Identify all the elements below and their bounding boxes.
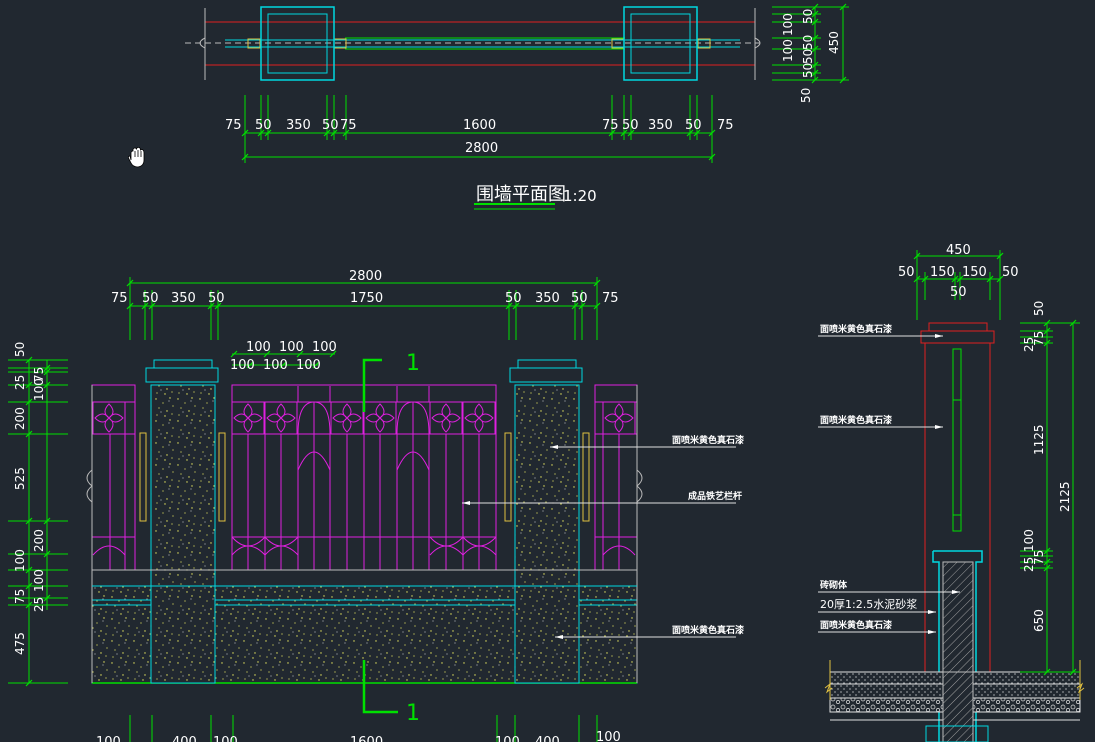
section-top-total: 450 xyxy=(946,243,971,258)
elev-left-dim: 100 xyxy=(32,569,46,592)
elev-dim: 75 xyxy=(602,291,619,306)
section-note: 20厚1:2.5水泥砂浆 xyxy=(820,597,917,611)
elev-dim: 350 xyxy=(535,291,560,306)
elev-left-dim: 100 xyxy=(32,378,46,401)
plan-scale: 1:20 xyxy=(563,187,597,205)
rail-dim: 100 xyxy=(296,358,321,373)
section-right-dim: 100 xyxy=(1022,529,1036,552)
rail-dim: 100 xyxy=(230,358,255,373)
plan-dim: 1600 xyxy=(463,118,496,133)
plan-pillar-left xyxy=(260,6,335,81)
section-top-dim: 50 xyxy=(898,265,915,280)
plan-dim: 50 xyxy=(322,118,339,133)
elev-dim: 50 xyxy=(142,291,159,306)
plan-right-dim: 50 xyxy=(799,88,813,103)
elev-left-dim: 25 xyxy=(32,597,46,612)
plan-right-dim: 50 xyxy=(801,63,815,78)
elev-dim: 75 xyxy=(111,291,128,306)
plan-dim: 50 xyxy=(685,118,702,133)
plan-view: 75 50 350 50 75 1600 75 50 350 50 75 280… xyxy=(128,3,849,210)
rail-dim: 100 xyxy=(312,340,337,355)
elev-bottom-dim: 400 xyxy=(172,735,197,742)
section-mark-bottom: 1 xyxy=(406,701,420,726)
plan-dim: 50 xyxy=(622,118,639,133)
elev-bottom-dim: 100 xyxy=(596,730,621,742)
section-right-dim: 1125 xyxy=(1032,424,1046,455)
elev-pillar-left xyxy=(150,384,216,684)
iron-railing-left xyxy=(91,384,136,571)
elev-left-dim: 200 xyxy=(32,529,46,552)
section-note: 面喷米黄色真石漆 xyxy=(820,619,892,631)
rail-dim: 100 xyxy=(279,340,304,355)
plan-right-dim: 50 xyxy=(801,35,815,50)
section-note: 面喷米黄色真石漆 xyxy=(820,414,892,426)
elev-left-dim: 75 xyxy=(32,367,46,382)
elev-dim: 50 xyxy=(505,291,522,306)
section-mark-top: 1 xyxy=(406,351,420,376)
hand-pan-icon[interactable] xyxy=(128,147,145,168)
plan-right-dim: 50 xyxy=(801,49,815,64)
elev-dim: 50 xyxy=(571,291,588,306)
elev-left-dim: 525 xyxy=(13,467,27,490)
plan-right-total-dim: 450 xyxy=(827,31,841,54)
plan-overall-dim: 2800 xyxy=(465,141,498,156)
section-note: 面喷米黄色真石漆 xyxy=(820,323,892,335)
plan-title: 围墙平面图 xyxy=(476,184,566,205)
section-right-total: 2125 xyxy=(1058,481,1072,512)
section-view: 450 50 150 150 50 50 面喷米黄色真石漆 面喷米黄色 xyxy=(818,243,1085,742)
elev-bottom-dim: 100 xyxy=(495,735,520,742)
plan-right-dim: 100 xyxy=(781,39,795,62)
elev-left-dim: 50 xyxy=(13,342,27,357)
plan-right-dim: 50 xyxy=(801,9,815,24)
section-note: 砖砌体 xyxy=(820,579,848,591)
elevation-view: 2800 75 50 350 50 1750 50 350 50 75 100 … xyxy=(8,269,744,742)
section-right-dim: 75 xyxy=(1032,550,1046,565)
rail-dim: 100 xyxy=(246,340,271,355)
plan-right-dim: 100 xyxy=(781,13,795,36)
section-right-dim: 25 xyxy=(1022,337,1036,352)
plan-dim: 50 xyxy=(255,118,272,133)
elev-bottom-dim: 100 xyxy=(96,735,121,742)
section-mid-dim: 50 xyxy=(950,285,967,300)
elev-note: 面喷米黄色真石漆 xyxy=(672,624,744,636)
elev-dim: 50 xyxy=(208,291,225,306)
section-top-dim: 150 xyxy=(962,265,987,280)
section-right-dim: 50 xyxy=(1032,301,1046,316)
elev-left-dim: 75 xyxy=(13,589,27,604)
elev-overall-dim: 2800 xyxy=(349,269,382,284)
elev-dim: 1750 xyxy=(350,291,383,306)
section-top-dim: 150 xyxy=(930,265,955,280)
plan-dim: 350 xyxy=(286,118,311,133)
elev-bottom-dim: 1600 xyxy=(350,735,383,742)
plan-pillar-right xyxy=(623,6,698,81)
rail-dim: 100 xyxy=(263,358,288,373)
elev-bottom-dim: 100 xyxy=(213,735,238,742)
section-right-dim: 75 xyxy=(1032,331,1046,346)
elev-left-dim: 25 xyxy=(13,375,27,390)
elev-note: 面喷米黄色真石漆 xyxy=(672,434,744,446)
section-right-dim: 650 xyxy=(1032,609,1046,632)
section-top-dim: 50 xyxy=(1002,265,1019,280)
plan-dim: 75 xyxy=(340,118,357,133)
elev-bottom-dim: 400 xyxy=(535,735,560,742)
iron-railing-right xyxy=(594,384,638,571)
plan-dim: 350 xyxy=(648,118,673,133)
iron-railing xyxy=(231,384,497,571)
elev-dim: 350 xyxy=(171,291,196,306)
section-right-dim: 25 xyxy=(1022,557,1036,572)
elev-left-dim: 100 xyxy=(13,549,27,572)
plan-dim: 75 xyxy=(602,118,619,133)
plan-dim: 75 xyxy=(717,118,734,133)
elev-pillar-right xyxy=(514,384,580,684)
section-rail-post xyxy=(952,348,962,532)
plan-dim: 75 xyxy=(225,118,242,133)
elev-note: 成品铁艺栏杆 xyxy=(688,490,742,502)
elev-left-dim: 200 xyxy=(13,407,27,430)
elev-left-dim: 475 xyxy=(13,632,27,655)
